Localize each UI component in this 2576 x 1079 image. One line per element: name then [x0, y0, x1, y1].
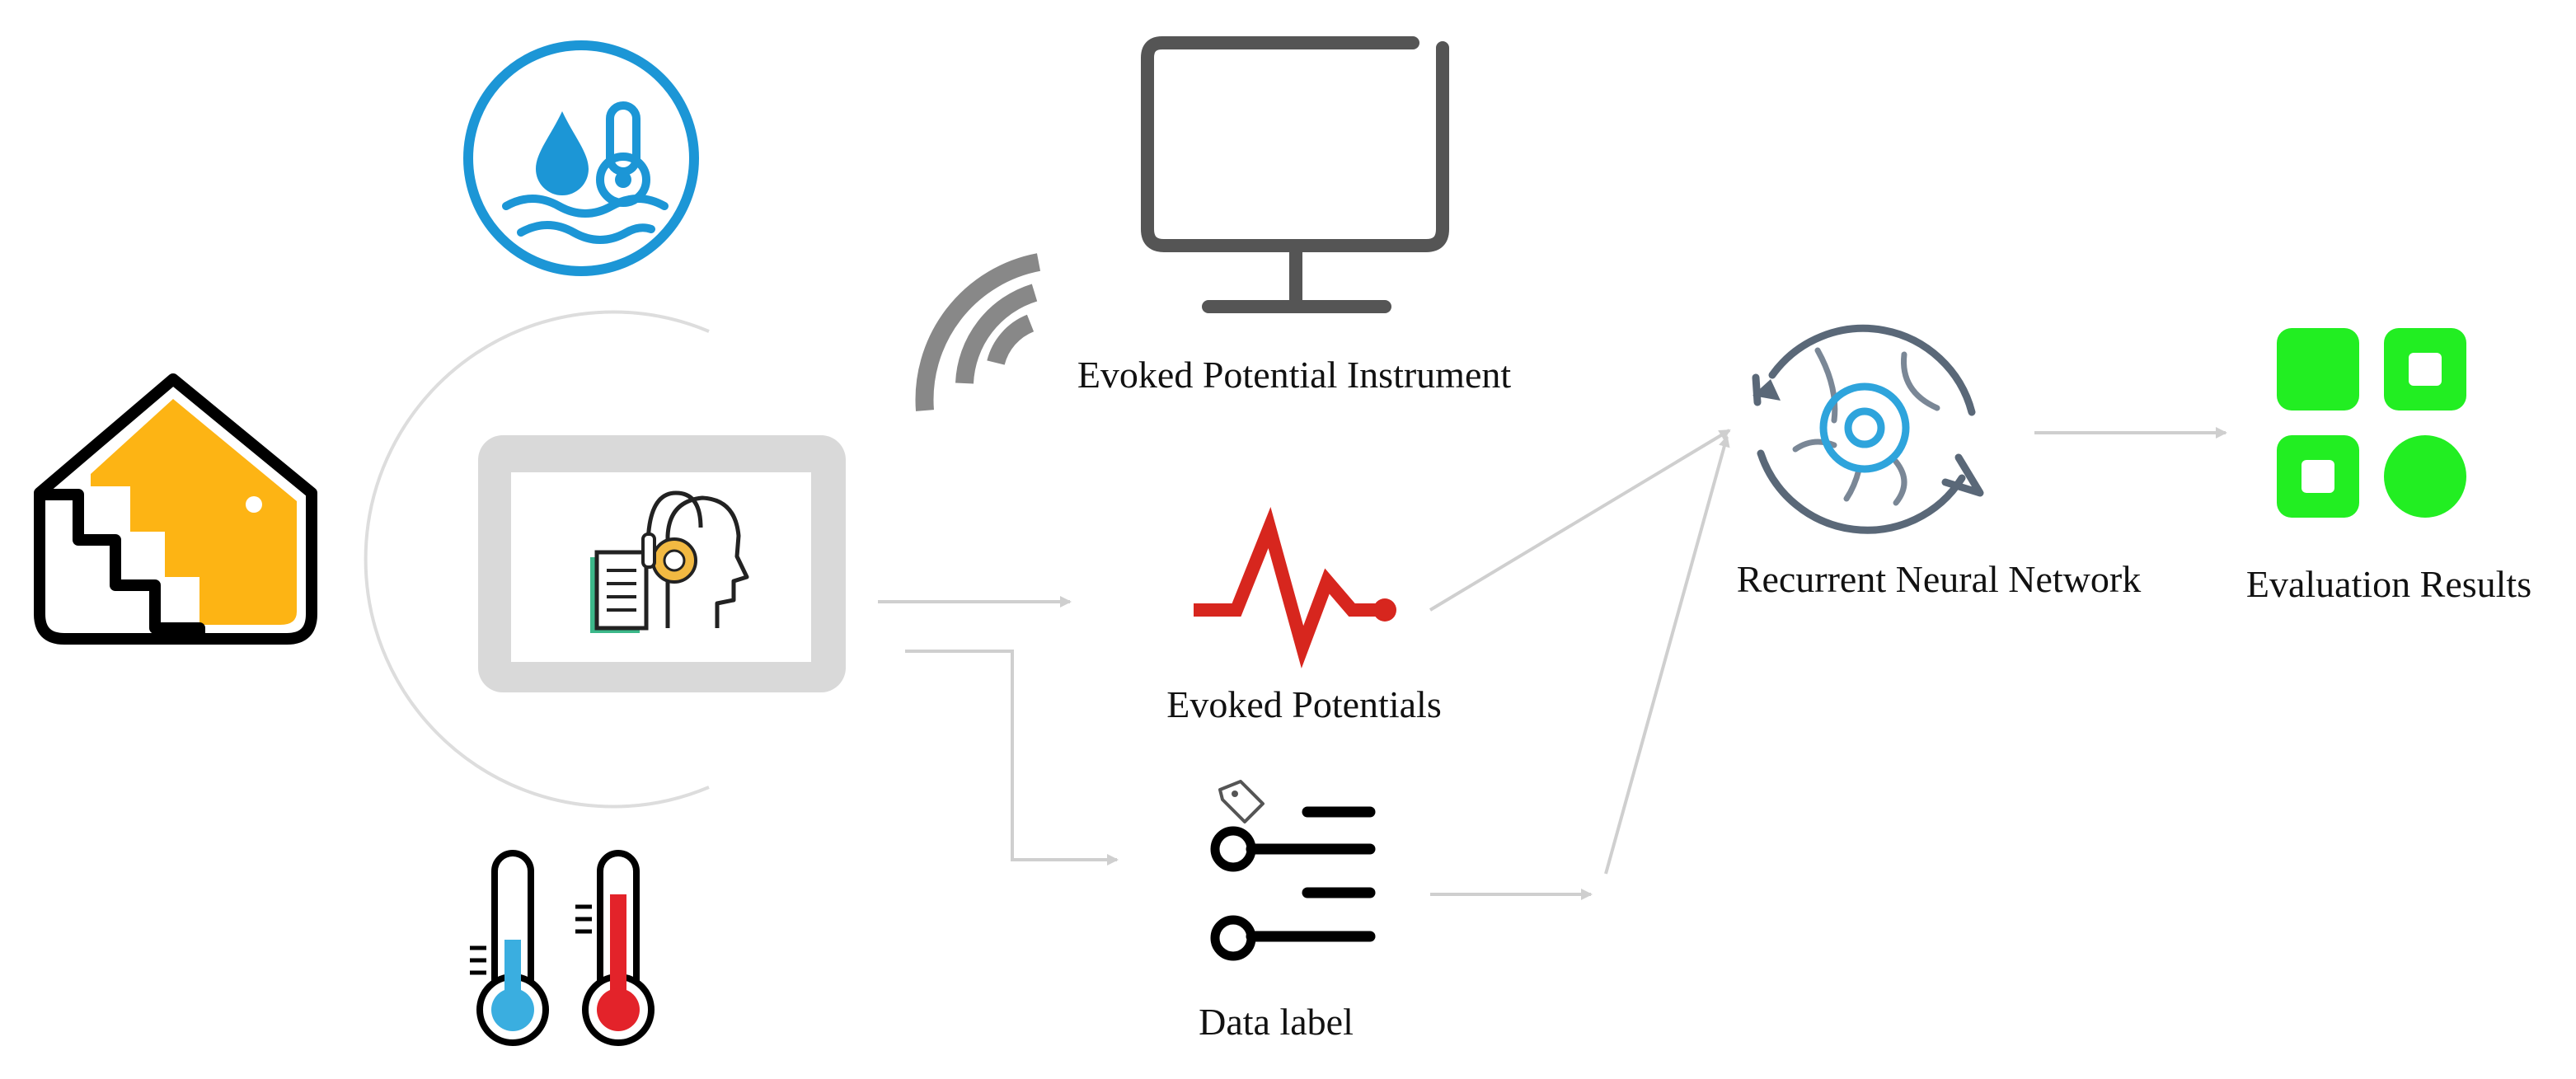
subject-listening-icon	[478, 435, 846, 692]
wireless-signal-icon	[915, 253, 1041, 411]
rnn-label: Recurrent Neural Network	[1737, 558, 2141, 600]
instrument-label: Evoked Potential Instrument	[1077, 354, 1512, 396]
environment-arc	[364, 310, 710, 809]
house-stairs-icon	[34, 373, 317, 645]
evoked-waveform-icon	[1194, 506, 1396, 669]
arrow-potentials-to-rnn	[1429, 429, 1731, 612]
recurrent-network-icon	[1752, 324, 1984, 534]
arrow-subject-to-data-label	[905, 650, 1119, 866]
thermometers-icon	[470, 850, 655, 1046]
flow-arrows	[878, 427, 2227, 900]
results-label: Evaluation Results	[2246, 563, 2531, 605]
tag-icon	[1218, 780, 1265, 823]
results-grid-icon	[2277, 328, 2466, 518]
humidity-temperature-icon	[463, 40, 699, 276]
data-label-label: Data label	[1199, 1001, 1354, 1043]
monitor-icon	[1141, 36, 1449, 313]
arrow-junction-to-rnn	[1604, 435, 1730, 875]
data-list-icon	[1210, 806, 1376, 961]
potentials-label: Evoked Potentials	[1166, 683, 1441, 725]
